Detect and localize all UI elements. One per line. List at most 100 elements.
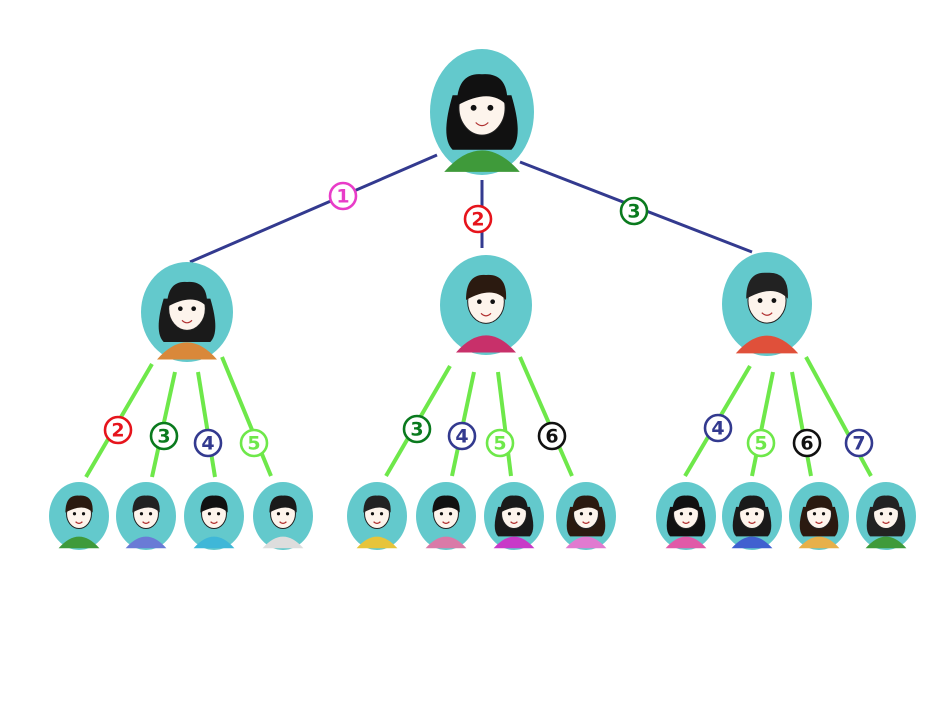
step-number-ring [447,421,477,451]
avatar-shirt [262,536,304,549]
step-number-ring [328,181,358,211]
boy-avatar-icon [253,482,313,550]
avatar-eye [276,512,281,516]
avatar-shirt [456,335,516,353]
step-number-ring [485,428,515,458]
girl-avatar-icon [556,482,616,550]
avatar-hair [363,495,391,513]
avatar-shirt [157,342,217,360]
avatar-hair [466,274,507,300]
avatar-eye [588,512,593,516]
avatar-shirt [731,536,773,549]
avatar-mouth [682,521,690,524]
avatar-hair [746,272,788,299]
step-number-badge: 4 [703,413,733,443]
step-number-ring [103,415,133,445]
avatar-mouth [279,521,287,524]
avatar-eye [812,512,817,516]
avatar-eye [507,512,512,516]
step-number-ring [746,428,776,458]
avatar-hair [456,74,508,106]
avatar-shirt [356,536,398,549]
avatar-shirt [565,536,607,549]
step-number-ring [149,421,179,451]
step-number-ring [703,413,733,443]
avatar-mouth [475,122,489,127]
avatar-eye [771,298,777,303]
avatar-mouth [181,319,193,324]
avatar-hair [65,495,93,513]
step-number: 2 [471,209,484,231]
avatar-shirt [665,536,707,549]
avatar-eye [821,512,826,516]
avatar-mouth [442,521,450,524]
tree-edge [518,356,574,477]
step-number: 5 [754,433,767,455]
avatar-hair [672,495,700,513]
girl-avatar-icon [656,482,716,550]
tree-edge [804,356,873,477]
step-number-badge: 5 [239,428,269,458]
boy-avatar-icon [49,482,109,550]
avatar-shirt [425,536,467,549]
step-number-badge: 5 [746,428,776,458]
step-number-ring [463,204,493,234]
step-number: 7 [852,433,865,455]
step-number-ring [537,421,567,451]
avatar-eye [579,512,584,516]
avatar-hair [132,495,160,513]
avatar-eye [439,512,444,516]
avatar-shirt [493,536,535,549]
avatar-eye [72,512,77,516]
step-number-badge: 4 [193,428,223,458]
avatar-eye [139,512,144,516]
step-number: 6 [800,433,813,455]
step-number: 3 [410,419,423,441]
girl-teacher-avatar-icon [430,49,534,175]
avatar-eye [754,512,759,516]
avatar-eye [879,512,884,516]
step-number-badge: 5 [485,428,515,458]
avatar-mouth [882,521,890,524]
step-number-badge: 2 [103,415,133,445]
avatar-mouth [761,312,773,316]
avatar-hair [167,281,208,307]
avatar-mouth [75,521,83,524]
avatar-mouth [815,521,823,524]
avatar-shirt [125,536,167,549]
avatar-eye [745,512,750,516]
girl-avatar-icon [484,482,544,550]
avatar-mouth [510,521,518,524]
girl-avatar-icon [789,482,849,550]
step-number: 4 [711,418,724,440]
step-number-ring [619,196,649,226]
avatar-hair [872,495,900,513]
avatar-mouth [210,521,218,524]
tree-edge [790,371,813,477]
step-number: 5 [247,433,260,455]
avatar-eye [178,306,183,311]
step-number-ring [844,428,874,458]
avatar-shirt [865,536,907,549]
avatar-eye [448,512,453,516]
avatar-eye [81,512,86,516]
girl-ponytail-avatar-icon [141,262,233,362]
tree-edge [750,371,775,477]
step-number-badge: 7 [844,428,874,458]
avatar-hair [805,495,833,513]
tree-edge [220,356,273,477]
avatar-mouth [582,521,590,524]
step-number: 5 [493,433,506,455]
avatar-eye [516,512,521,516]
step-number-badge: 6 [537,421,567,451]
step-number-badge: 1 [328,181,358,211]
step-number-ring [239,428,269,458]
step-number: 6 [545,426,558,448]
tree-edge [196,371,217,478]
avatar-shirt [444,150,520,172]
avatar-shirt [798,536,840,549]
step-number: 3 [627,201,640,223]
boy-avatar-icon [184,482,244,550]
avatar-eye [379,512,384,516]
